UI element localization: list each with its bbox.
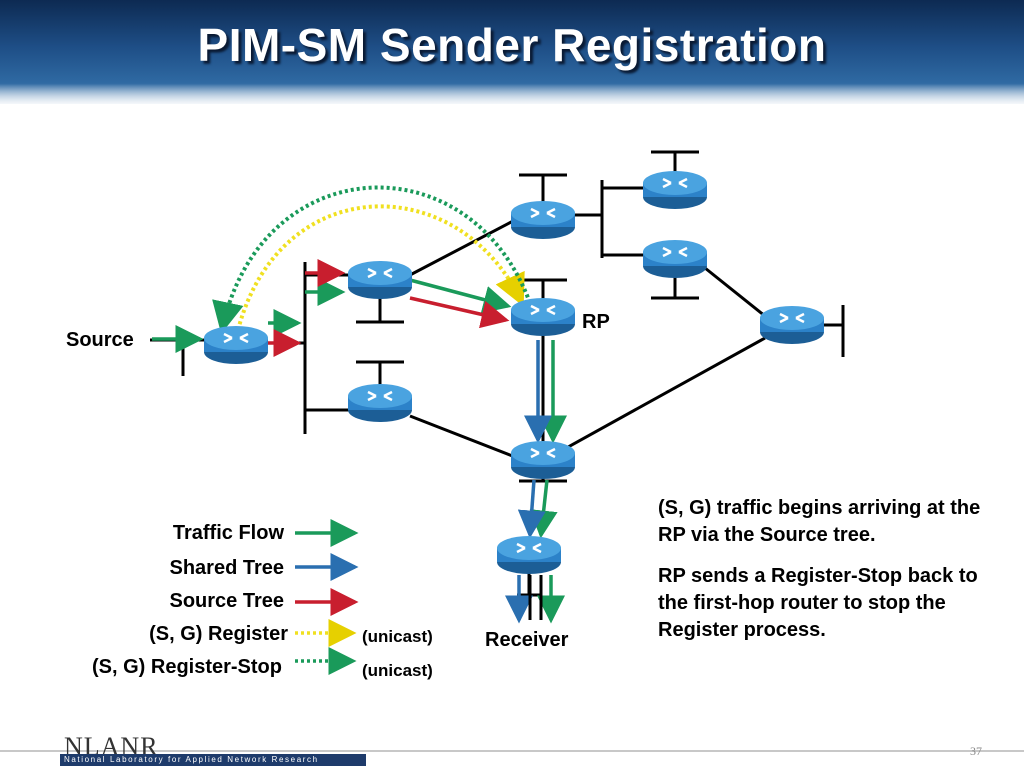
nlanr-org-name: National Laboratory for Applied Network … [64,755,319,764]
router-icon [497,536,561,574]
title-banner-fade [0,84,1024,114]
router-icon [348,384,412,422]
register-arrow [236,204,525,331]
router-icon [643,240,707,278]
router-icon [643,171,707,209]
router-icon [511,201,575,239]
legend-lines [295,519,359,675]
slide-title: PIM-SM Sender Registration [197,19,827,71]
source-tree-arrows [268,259,510,357]
legend-label-source-tree: Source Tree [169,590,284,612]
rp-label: RP [582,311,610,333]
register-stop-arrow [212,185,532,334]
router-icon [760,306,824,344]
source-label: Source [66,329,134,351]
router-icon [511,441,575,479]
note-traffic-arrival: (S, G) traffic begins arriving at the RP… [658,497,981,546]
receiver-label: Receiver [485,629,569,651]
legend-label-register: (S, G) Register [149,623,288,645]
note-register-stop: RP sends a Register-Stop back to the fir… [658,565,978,641]
legend-label-register-stop: (S, G) Register-Stop [91,656,282,678]
routers [204,171,824,574]
rp-router-icon [511,298,575,336]
legend-register-stop-unicast: (unicast) [362,661,433,680]
router-icon [204,326,268,364]
legend-label-traffic-flow: Traffic Flow [172,522,284,544]
footer-bar [0,750,1024,752]
page-number: 37 [970,744,982,758]
shared-tree-arrows [505,340,552,624]
router-icon [348,261,412,299]
legend-register-unicast: (unicast) [362,627,433,646]
legend-label-shared-tree: Shared Tree [169,557,284,579]
nlanr-logo-strip [60,754,366,766]
